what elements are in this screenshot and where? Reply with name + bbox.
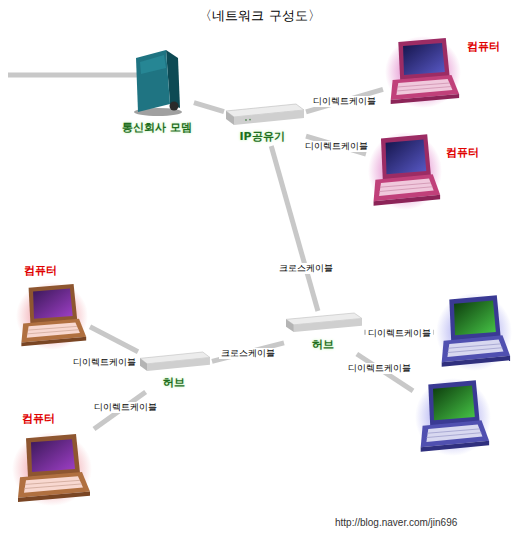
incoming-line — [8, 73, 140, 78]
computer-label: 컴퓨터 — [467, 40, 500, 54]
computer-label: 컴퓨터 — [24, 264, 57, 278]
device-label: 통신회사 모뎀 — [122, 121, 192, 135]
modem-icon — [134, 50, 182, 116]
cable-line — [90, 327, 138, 352]
hub-node: 허브 — [284, 311, 364, 354]
laptop-icon — [415, 378, 491, 456]
hub-icon — [286, 313, 362, 332]
laptop-icon — [12, 432, 92, 506]
computer-label: 컴퓨터 — [446, 146, 479, 160]
cable-line — [194, 103, 224, 112]
router-node: IP공유기 — [224, 102, 306, 146]
cable-label: 디이렉트케이블 — [71, 357, 138, 368]
watermark-text: http://blog.naver.com/jin696 — [335, 517, 457, 529]
cable-line — [212, 343, 284, 362]
cable-label: 디이렉트케이블 — [346, 363, 413, 374]
computer-label: 컴퓨터 — [22, 412, 55, 426]
device-label: IP공유기 — [239, 130, 284, 144]
cable-line — [306, 89, 383, 112]
cable-label: 디이렉트케이블 — [311, 96, 378, 107]
computer-node: 컴퓨터 — [383, 34, 502, 110]
modem-node: 통신회사 모뎀 — [120, 46, 194, 137]
cable-line — [271, 146, 318, 311]
computer-node: 컴퓨터 — [366, 130, 481, 212]
computer-node — [434, 291, 514, 373]
laptop-icon — [368, 132, 442, 210]
laptop-icon — [436, 293, 512, 371]
computer-node: 컴퓨터 — [10, 410, 94, 508]
computer-node: 컴퓨터 — [14, 262, 90, 352]
hub-node: 허브 — [138, 350, 212, 392]
device-label: 허브 — [312, 338, 334, 352]
router-icon — [226, 104, 304, 125]
diagram-title: 〈네트워크 구성도〉 — [0, 8, 520, 24]
computer-node — [413, 376, 493, 458]
cable-label: 디이렉트케이블 — [366, 328, 433, 339]
cable-label: 디이렉트케이블 — [303, 141, 370, 152]
laptop-icon — [16, 282, 88, 350]
device-label: 허브 — [163, 376, 185, 390]
cable-label: 크로스케이블 — [219, 348, 277, 359]
laptop-icon — [385, 36, 461, 108]
hub-icon — [140, 352, 210, 371]
cable-label: 크로스케이블 — [277, 263, 335, 274]
cable-label: 디이렉트케이블 — [92, 402, 159, 413]
